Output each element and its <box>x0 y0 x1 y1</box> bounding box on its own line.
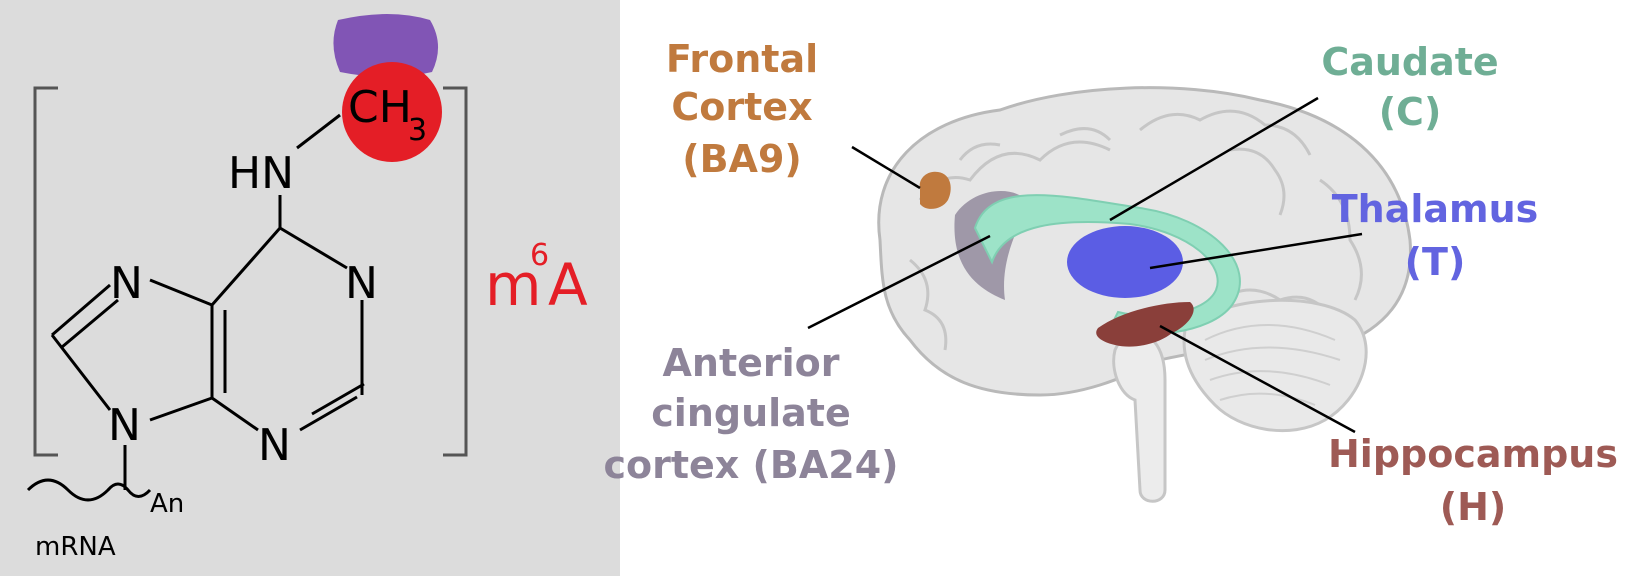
frontal-cortex-label: Frontal Cortex (BA9) <box>666 37 818 181</box>
svg-text:Cortex: Cortex <box>671 85 812 129</box>
methyl-subscript: 3 <box>408 113 427 148</box>
m6a-label-m: m <box>485 251 542 319</box>
hippocampus-region-shape <box>1096 302 1194 347</box>
frontal-cortex-region-shape <box>919 171 951 209</box>
svg-text:cingulate: cingulate <box>651 391 850 435</box>
atom-hn: HN <box>228 148 294 199</box>
cingulate-label: Anterior cingulate cortex (BA24) <box>603 341 898 487</box>
mrna-label: mRNA <box>35 532 116 562</box>
methyl-circle <box>342 62 442 162</box>
methyl-ch-label: CH <box>348 82 412 133</box>
atom-n-imidazole-bottom: N <box>108 400 141 451</box>
svg-text:(H): (H) <box>1440 485 1507 529</box>
svg-text:cortex (BA24): cortex (BA24) <box>603 443 898 487</box>
methyl-binding-cap-shape <box>333 14 439 77</box>
hippocampus-label: Hippocampus (H) <box>1328 432 1618 529</box>
atom-n-imidazole-top: N <box>110 258 143 309</box>
m6a-label-superscript: 6 <box>530 238 549 273</box>
brain-diagram: Frontal Cortex (BA9) Caudate (C) Thalamu… <box>603 37 1618 529</box>
svg-text:Frontal: Frontal <box>666 37 818 81</box>
cerebellum-folia <box>1204 324 1341 406</box>
left-bracket <box>33 86 58 457</box>
m6a-label-a: A <box>548 251 588 319</box>
svg-text:Thalamus: Thalamus <box>1332 187 1539 231</box>
svg-text:(C): (C) <box>1379 90 1442 134</box>
brainstem-shape <box>1112 328 1167 503</box>
molecule-bonds <box>50 113 365 490</box>
svg-text:(T): (T) <box>1405 240 1466 284</box>
svg-text:Caudate: Caudate <box>1321 40 1498 84</box>
svg-text:Anterior: Anterior <box>662 341 839 385</box>
m6a-structure-diagram: HN N N N N CH 3 An mRNA m 6 A <box>26 14 588 562</box>
brain-regions-panel: Frontal Cortex (BA9) Caudate (C) Thalamu… <box>603 0 1645 576</box>
m6a-structure-panel: HN N N N N CH 3 An mRNA m 6 A <box>0 0 620 576</box>
svg-text:Hippocampus: Hippocampus <box>1328 432 1618 476</box>
an-label: An <box>150 489 184 519</box>
leader-lines <box>807 96 1363 434</box>
mrna-wavy-line <box>26 478 152 502</box>
thalamus-label: Thalamus (T) <box>1332 187 1539 284</box>
svg-text:(BA9): (BA9) <box>682 137 802 181</box>
thalamus-region-shape <box>1067 226 1183 298</box>
atom-n-pyrimidine-bottom: N <box>258 420 291 471</box>
caudate-label: Caudate (C) <box>1321 40 1498 134</box>
atom-n-pyrimidine-right: N <box>345 258 378 309</box>
right-bracket <box>443 86 468 457</box>
